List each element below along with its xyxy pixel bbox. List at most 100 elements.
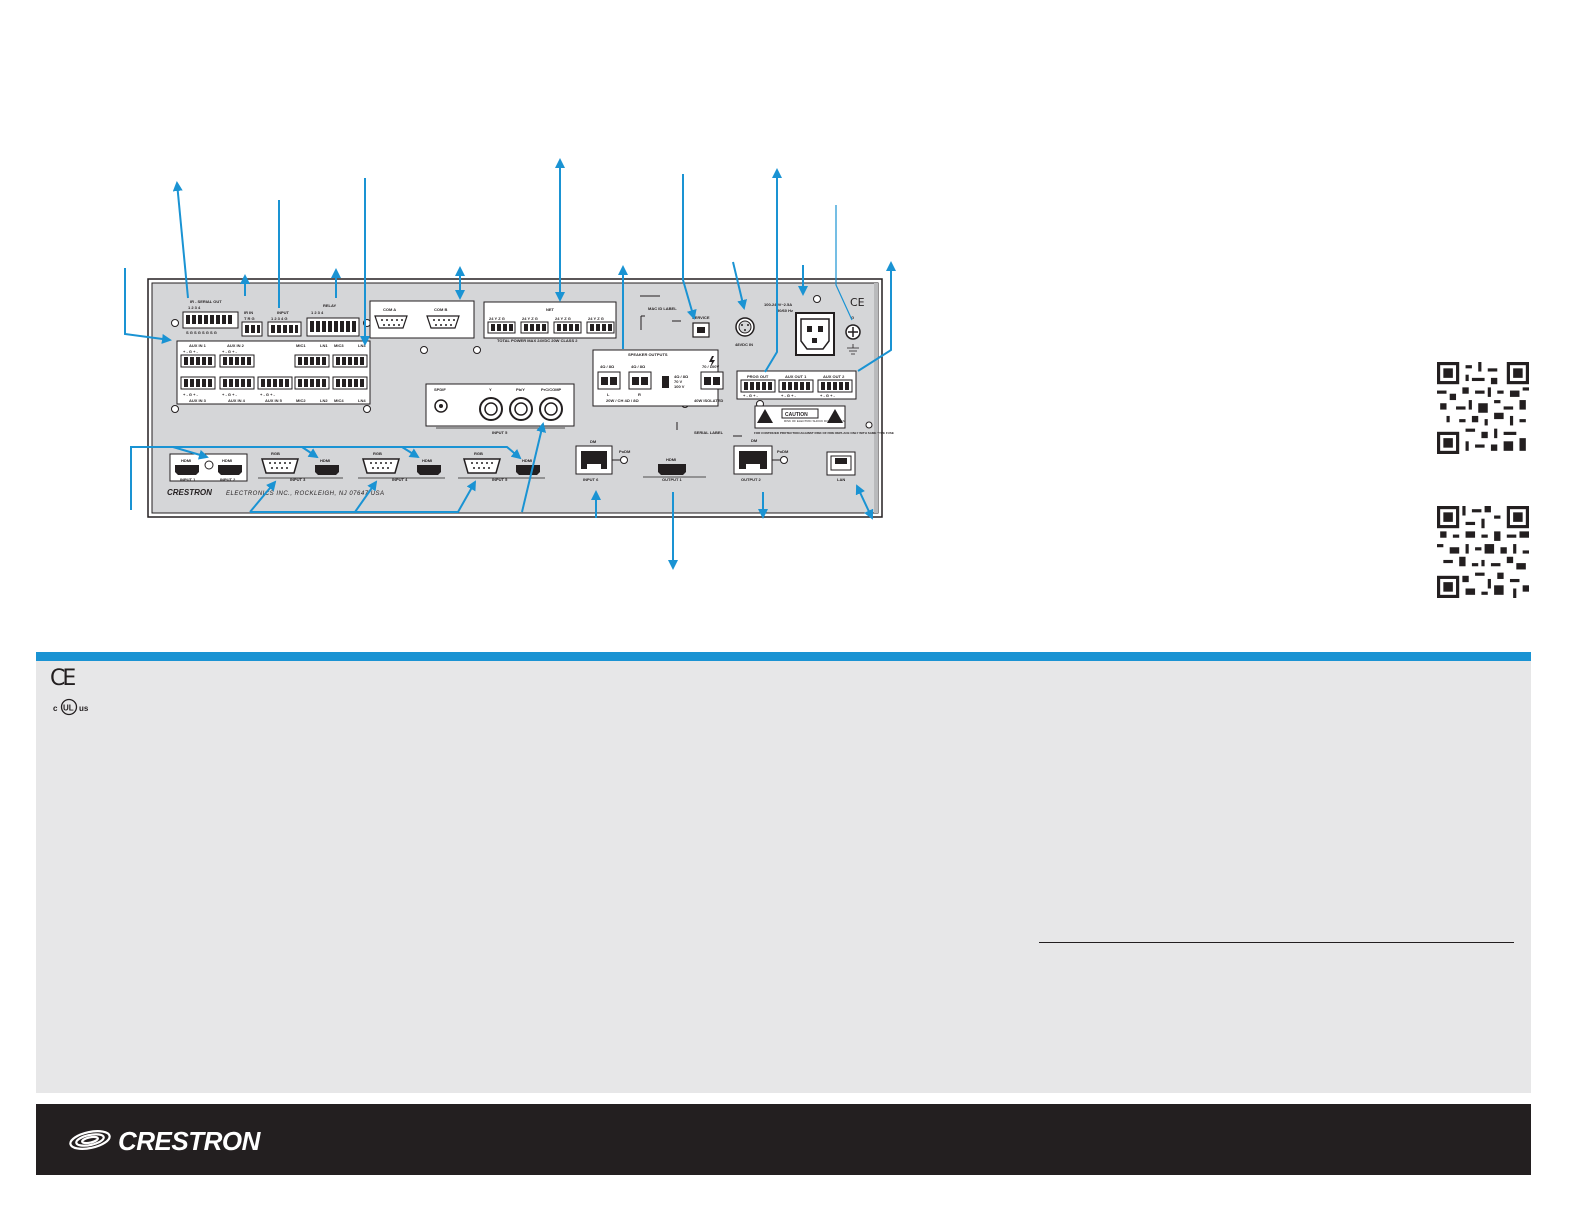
- svg-text:INPUT 2: INPUT 2: [220, 477, 236, 482]
- svg-text:+ - G + -: + - G + -: [222, 349, 238, 354]
- svg-text:S G S G S G S G: S G S G S G S G: [186, 330, 217, 335]
- svg-text:RELAY: RELAY: [323, 303, 337, 308]
- svg-text:CAUTION: CAUTION: [785, 412, 808, 418]
- svg-text:ELECTRONICS INC., ROCKLEIGH, N: ELECTRONICS INC., ROCKLEIGH, NJ 07647 US…: [226, 491, 385, 497]
- svg-text:SERIAL LABEL: SERIAL LABEL: [694, 430, 724, 435]
- dm-input-6: DM PoDM INPUT 6: [575, 439, 631, 482]
- svg-text:TOTAL POWER MAX 24VDC 20W CLAS: TOTAL POWER MAX 24VDC 20W CLASS 2: [497, 338, 578, 343]
- svg-text:SPEAKER OUTPUTS: SPEAKER OUTPUTS: [628, 352, 668, 357]
- svg-text:HDMI: HDMI: [181, 458, 191, 463]
- svg-text:4Ω / 8Ω: 4Ω / 8Ω: [631, 364, 646, 369]
- lan-port: LAN: [826, 451, 856, 482]
- dc-power-in-port: 48VDC IN: [735, 317, 755, 347]
- rear-panel-diagram: IR - SERIAL OUT 1 2 3 4 S G S G S G S G …: [124, 158, 896, 570]
- svg-text:RGB: RGB: [373, 451, 382, 456]
- svg-text:DM: DM: [751, 438, 758, 443]
- chassis-screws: [171, 295, 873, 429]
- svg-text:RGB: RGB: [271, 451, 280, 456]
- ac-power-inlet: 100-240V~2.5A 50/60 Hz: [764, 302, 835, 356]
- svg-text:Pb/Y: Pb/Y: [516, 387, 525, 392]
- svg-text:AUX IN 4: AUX IN 4: [228, 398, 246, 403]
- svg-text:INPUT 4: INPUT 4: [392, 477, 408, 482]
- svg-text:PoDM: PoDM: [777, 449, 789, 454]
- speaker-outputs-block: SPEAKER OUTPUTS 4Ω / 8Ω 4Ω / 8Ω 70 / 100…: [592, 349, 724, 407]
- bottom-video-inputs: HDMI INPUT 1 HDMI INPUT 2 RGB HDMI INPUT…: [169, 438, 856, 482]
- svg-text:RISK OF ELECTRIC SHOCK DO NOT: RISK OF ELECTRIC SHOCK DO NOT OPEN: [784, 419, 845, 423]
- svg-text:UL: UL: [63, 704, 74, 713]
- svg-text:1 2 3 4: 1 2 3 4: [188, 305, 201, 310]
- accent-band: [36, 652, 1531, 661]
- ground-screw: G: [845, 315, 861, 355]
- caution-triangle-icon: [827, 409, 843, 423]
- audio-outputs-block: PROG OUT AUX OUT 1 AUX OUT 2 + - G + - +…: [736, 370, 857, 400]
- svg-text:NET: NET: [546, 307, 555, 312]
- svg-text:HDMI: HDMI: [522, 458, 532, 463]
- ce-mark-icon: CE: [50, 666, 76, 691]
- svg-text:20W / CH 4Ω / 8Ω: 20W / CH 4Ω / 8Ω: [606, 398, 639, 403]
- dm-output-2: DM PoDM OUTPUT 2: [733, 438, 789, 482]
- svg-text:CRESTRON: CRESTRON: [167, 488, 212, 497]
- svg-text:PoDM: PoDM: [619, 449, 631, 454]
- svg-text:G: G: [851, 315, 854, 320]
- input-4-block: RGB HDMI INPUT 4: [358, 451, 445, 482]
- svg-text:COM A: COM A: [383, 307, 396, 312]
- ce-device-mark: CE: [850, 296, 865, 309]
- svg-text:INPUT 5: INPUT 5: [492, 430, 508, 435]
- svg-text:50/60 Hz: 50/60 Hz: [777, 308, 793, 313]
- svg-text:L: L: [607, 392, 610, 397]
- svg-text:AUX OUT 2: AUX OUT 2: [823, 374, 845, 379]
- input-3-block: RGB HDMI INPUT 3: [258, 451, 343, 482]
- caution-triangle-icon: [757, 409, 773, 423]
- hdmi-output-1: HDMI OUTPUT 1: [643, 457, 706, 482]
- svg-text:HDMI: HDMI: [222, 458, 232, 463]
- service-port: SERVICE: [692, 315, 710, 338]
- ir-in-port: IR IN T R G: [241, 310, 263, 337]
- mac-id-label: MAC ID LABEL: [640, 295, 681, 330]
- svg-text:HDMI: HDMI: [320, 458, 330, 463]
- com-panel: COM A COM B: [369, 300, 475, 339]
- svg-text:AUX IN 2: AUX IN 2: [227, 343, 245, 348]
- svg-text:MIC3: MIC3: [334, 343, 344, 348]
- callout-arrows: [124, 158, 896, 570]
- svg-text:INPUT 5: INPUT 5: [492, 477, 508, 482]
- caution-label: CAUTION RISK OF ELECTRIC SHOCK DO NOT OP…: [754, 405, 894, 435]
- svg-text:+ - G + -: + - G + -: [183, 349, 199, 354]
- crestron-swirl-icon: [69, 1130, 111, 1150]
- audio-inputs-block: AUX IN 1 AUX IN 2 MIC1 LN1 MIC3 LN3 + - …: [176, 340, 371, 405]
- info-panel: [36, 661, 1531, 1093]
- svg-text:MIC1: MIC1: [296, 343, 306, 348]
- svg-text:24 Y Z G: 24 Y Z G: [489, 316, 505, 321]
- svg-text:MIC2: MIC2: [296, 398, 306, 403]
- svg-text:100-240V~2.5A: 100-240V~2.5A: [764, 302, 792, 307]
- svg-text:LN2: LN2: [320, 398, 328, 403]
- svg-text:INPUT 3: INPUT 3: [290, 477, 306, 482]
- ir-serial-out-port: IR - SERIAL OUT 1 2 3 4 S G S G S G S G: [182, 299, 239, 335]
- svg-text:T R G: T R G: [244, 316, 255, 321]
- net-ports: NET 24 Y Z G 24 Y Z G 24 Y Z G 24 Y Z G …: [483, 301, 617, 343]
- qr-code-icon: [1437, 506, 1529, 598]
- input-5-digital-block: RGB HDMI INPUT 5: [458, 451, 545, 482]
- svg-text:40W ISOLATED: 40W ISOLATED: [694, 398, 723, 403]
- svg-text:70 V: 70 V: [674, 379, 683, 384]
- input-5-component-block: SPDIF Y Pb/Y PrC/COMP INPUT 5: [425, 383, 575, 435]
- svg-text:AUX IN 1: AUX IN 1: [189, 343, 207, 348]
- hdmi-input-2: HDMI INPUT 2: [218, 458, 242, 482]
- serial-label: SERIAL LABEL: [676, 422, 742, 437]
- svg-text:PrC/COMP: PrC/COMP: [541, 387, 562, 392]
- svg-text:HDMI: HDMI: [666, 457, 676, 462]
- ul-listed-icon: c UL us: [53, 698, 89, 716]
- svg-text:FOR CONTINUED PROTECTION AGAIN: FOR CONTINUED PROTECTION AGAINST RISK OF…: [754, 431, 894, 435]
- svg-text:CRESTRON: CRESTRON: [118, 1126, 262, 1156]
- svg-text:48VDC IN: 48VDC IN: [735, 342, 753, 347]
- svg-text:+ - G + -: + - G + -: [820, 393, 836, 398]
- svg-text:DM: DM: [590, 439, 597, 444]
- svg-text:OUTPUT 2: OUTPUT 2: [741, 477, 762, 482]
- device-brand-line: CRESTRON ELECTRONICS INC., ROCKLEIGH, NJ…: [167, 488, 385, 497]
- svg-text:IR IN: IR IN: [244, 310, 253, 315]
- svg-text:1 2 3 4: 1 2 3 4: [311, 310, 324, 315]
- svg-text:+ - G + -: + - G + -: [222, 392, 238, 397]
- svg-text:SPDIF: SPDIF: [434, 387, 446, 392]
- svg-text:LN1: LN1: [320, 343, 328, 348]
- svg-text:MIC4: MIC4: [334, 398, 344, 403]
- footer-bar: [36, 1104, 1531, 1175]
